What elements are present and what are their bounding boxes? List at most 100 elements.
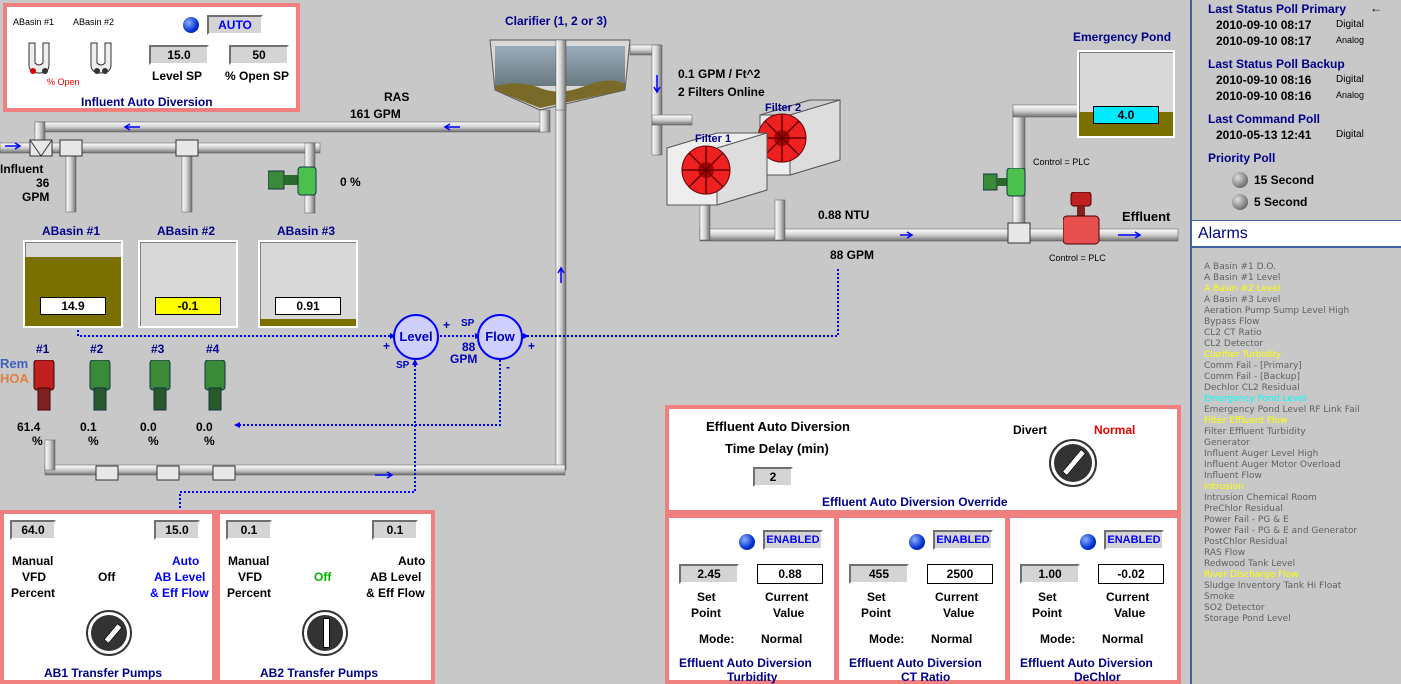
turbidity-status[interactable]: ENABLED [763, 530, 823, 550]
alarm-item[interactable]: Power Fail - PG & E [1204, 515, 1289, 525]
effluent-valve-icon[interactable] [1063, 192, 1101, 248]
time-delay-value[interactable]: 2 [753, 467, 793, 487]
emergency-pond-level: 4.0 [1093, 106, 1159, 124]
alarm-item[interactable]: Comm Fail - [Backup] [1204, 372, 1301, 382]
basin-1-level: 14.9 [40, 297, 106, 315]
filter-2-unit [757, 99, 841, 176]
alarm-item[interactable]: Dechlor CL2 Residual [1204, 383, 1300, 393]
ab1-auto-value[interactable]: 15.0 [154, 520, 200, 540]
alarm-item[interactable]: Smoke [1204, 592, 1235, 602]
turbidity-led [739, 534, 755, 550]
alarm-item[interactable]: Storage Pond Level [1204, 614, 1291, 624]
turbidity-sp-label2: Point [691, 606, 721, 620]
pump-4-icon[interactable] [203, 360, 227, 412]
ct-ratio-status[interactable]: ENABLED [933, 530, 993, 550]
alarm-item[interactable]: Intrusion Chemical Room [1204, 493, 1317, 503]
ab1-state: Off [98, 570, 116, 584]
pump-3-icon[interactable] [148, 360, 172, 412]
divert-state: Normal [1094, 423, 1136, 437]
pump-2-speed: 0.1 [80, 420, 97, 434]
alarm-item[interactable]: Filter Effluent Flow [1204, 416, 1288, 426]
ab1-title: AB1 Transfer Pumps [44, 666, 163, 680]
influent-auto-diversion-panel: ABasin #1 ABasin #2 % Open AUTO 15.0 50 … [3, 3, 300, 112]
ab2-selector-knob[interactable] [302, 610, 348, 656]
ab2-eff-flow-label: & Eff Flow [366, 586, 425, 600]
eff-override-title1: Effluent Auto Diversion [706, 419, 850, 434]
hoa-label: HOA [0, 371, 29, 386]
basin-3-level: 0.91 [275, 297, 341, 315]
alarm-item[interactable]: PostChlor Residual [1204, 537, 1288, 547]
alarm-item[interactable]: A Basin #1 Level [1204, 273, 1281, 283]
auto-mode-indicator[interactable]: AUTO [207, 15, 263, 35]
divert-selector-knob[interactable] [1049, 439, 1097, 487]
alarm-item[interactable]: Emergency Pond Level RF Link Fail [1204, 405, 1360, 415]
ab2-auto-value[interactable]: 0.1 [372, 520, 418, 540]
alarm-item[interactable]: PreChlor Residual [1204, 504, 1283, 514]
gate-valve-2-icon[interactable] [87, 41, 115, 77]
alarm-item[interactable]: Bypass Flow [1204, 317, 1260, 327]
dechlor-setpoint[interactable]: 1.00 [1020, 564, 1080, 584]
rem-label: Rem [0, 356, 29, 371]
ab2-vfd-label: VFD [238, 570, 262, 584]
alarm-item[interactable]: Power Fail - PG & E and Generator [1204, 526, 1358, 536]
level-sp-value[interactable]: 15.0 [149, 45, 209, 65]
alarm-item[interactable]: Filter Effluent Turbidity [1204, 427, 1306, 437]
alarm-item[interactable]: Aeration Pump Sump Level High [1204, 306, 1350, 316]
filter-1-label: Filter 1 [695, 133, 732, 145]
ras-flow: 161 GPM [350, 107, 401, 121]
pump-3-label: #3 [151, 342, 165, 356]
alarm-item[interactable]: River Discharge Flow [1204, 570, 1299, 580]
alarm-item[interactable]: A Basin #2 Level [1204, 284, 1281, 294]
alarm-item[interactable]: Influent Auger Level High [1204, 449, 1319, 459]
alarm-item[interactable]: RAS Flow [1204, 548, 1246, 558]
alarm-item[interactable]: Redwood Tank Level [1204, 559, 1296, 569]
level-plus-left: + [383, 339, 391, 353]
effluent-label: Effluent [1122, 209, 1171, 224]
priority-5-led[interactable] [1232, 194, 1248, 210]
abasin3-valve-icon[interactable] [268, 165, 328, 197]
ab1-selector-knob[interactable] [86, 610, 132, 656]
alarm-item[interactable]: Intrusion [1204, 482, 1244, 492]
effluent-turbidity: 0.88 NTU [818, 208, 870, 222]
pump-1-icon[interactable] [32, 360, 56, 412]
abasin2-short-label: ABasin #2 [73, 17, 115, 27]
turbidity-setpoint[interactable]: 2.45 [679, 564, 739, 584]
ab2-manual-value[interactable]: 0.1 [226, 520, 272, 540]
dechlor-diversion-panel: ENABLED 1.00 -0.02 Set Point Current Val… [1006, 514, 1181, 684]
filters-online: 2 Filters Online [678, 85, 765, 99]
priority-poll-title: Priority Poll [1208, 151, 1276, 165]
pump-2-icon[interactable] [88, 360, 112, 412]
alarm-item[interactable]: Influent Auger Motor Overload [1204, 460, 1341, 470]
flow-controller[interactable]: Flow [477, 314, 523, 360]
priority-15-led[interactable] [1232, 172, 1248, 188]
ab2-transfer-pumps-panel: 0.1 0.1 Manual VFD Percent Off Auto AB L… [216, 510, 435, 684]
ct-ratio-setpoint[interactable]: 455 [849, 564, 909, 584]
ct-ratio-current: 2500 [927, 564, 993, 584]
flow-sp-small: SP [461, 318, 475, 329]
gate-valve-1-icon[interactable] [25, 41, 53, 77]
basin-1-label: ABasin #1 [42, 224, 101, 238]
alarm-item[interactable]: A Basin #1 D.O. [1204, 262, 1276, 272]
alarm-item[interactable]: SO2 Detector [1204, 603, 1265, 613]
alarm-item[interactable]: CL2 Detector [1204, 339, 1264, 349]
alarm-item[interactable]: Generator [1204, 438, 1250, 448]
ct-ratio-sp-label1: Set [867, 590, 886, 604]
alarm-item[interactable]: Clarifier Turbidity [1204, 350, 1282, 360]
alarm-item[interactable]: Emergency Pond Level [1204, 394, 1307, 404]
open-sp-value[interactable]: 50 [229, 45, 289, 65]
ab1-percent-label: Percent [11, 586, 56, 600]
pond-valve-icon[interactable] [983, 168, 1033, 198]
alarm-item[interactable]: Comm Fail - [Primary] [1204, 361, 1302, 371]
ct-ratio-sp-label2: Point [861, 606, 891, 620]
dechlor-status[interactable]: ENABLED [1104, 530, 1164, 550]
ab1-manual-value[interactable]: 64.0 [10, 520, 56, 540]
alarm-item[interactable]: Sludge Inventory Tank Hi Float [1204, 581, 1342, 591]
dechlor-title1: Effluent Auto Diversion [1020, 656, 1153, 670]
effluent-pipe [699, 228, 1179, 242]
alarm-item[interactable]: Influent Flow [1204, 471, 1262, 481]
alarm-item[interactable]: A Basin #3 Level [1204, 295, 1281, 305]
alarm-item[interactable]: CL2 CT Ratio [1204, 328, 1262, 338]
level-controller[interactable]: Level [393, 314, 439, 360]
percent-open-label: % Open [47, 77, 80, 87]
